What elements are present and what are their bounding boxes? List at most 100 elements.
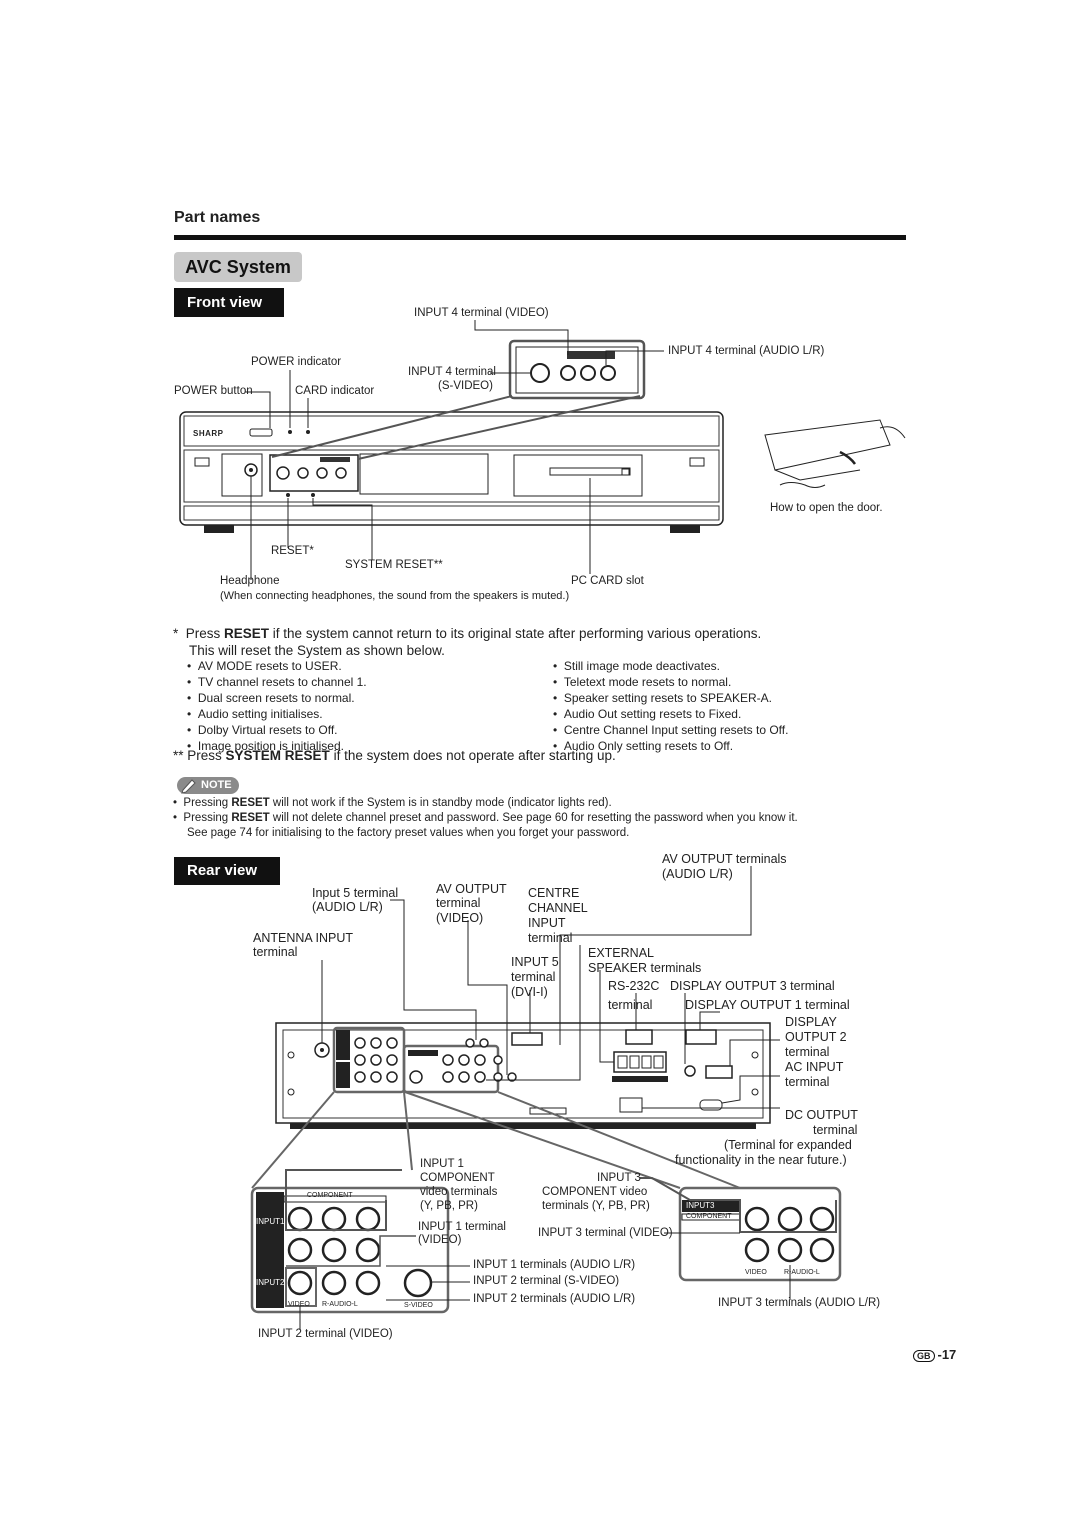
system-reset-note: ** Press SYSTEM RESET if the system does… xyxy=(173,748,616,763)
input3-video-label: INPUT 3 terminal (VIDEO) xyxy=(538,1227,673,1239)
rs232-label-2: terminal xyxy=(608,998,653,1012)
panel-video-text: VIDEO xyxy=(288,1301,310,1308)
panel-component3-text: COMPONENT xyxy=(686,1213,732,1220)
reset-note-line1: * Press RESET if the system cannot retur… xyxy=(173,626,762,641)
input3-component-label-2: COMPONENT video xyxy=(542,1186,648,1198)
reset-label: RESET* xyxy=(271,545,314,557)
list-item: • Audio setting initialises. xyxy=(187,707,323,721)
note-line-1: • Pressing RESET will not work if the Sy… xyxy=(173,797,612,809)
panel-component-text: COMPONENT xyxy=(307,1192,353,1199)
reset-list-right: • Still image mode deactivates. • Telete… xyxy=(553,659,788,753)
dc-output-label-4: functionality in the near future.) xyxy=(675,1153,847,1167)
external-speaker-label-2: SPEAKER terminals xyxy=(588,961,702,975)
card-indicator-label: CARD indicator xyxy=(295,385,375,397)
input2-video-label: INPUT 2 terminal (VIDEO) xyxy=(258,1328,393,1340)
door-caption: How to open the door. xyxy=(770,502,883,514)
front-view-heading: Front view xyxy=(174,288,284,317)
input1-component-label-4: (Y, PB, PR) xyxy=(420,1200,478,1212)
section-divider xyxy=(174,235,906,240)
ac-input-label-2: terminal xyxy=(785,1075,830,1089)
system-reset-label: SYSTEM RESET** xyxy=(345,559,443,571)
input1-component-label-3: video terminals xyxy=(420,1186,498,1198)
page-title: AVC System xyxy=(174,252,302,282)
centre-label-4: terminal xyxy=(528,931,573,945)
input4-video-label: INPUT 4 terminal (VIDEO) xyxy=(414,307,549,319)
display-output2-label-2: OUTPUT 2 xyxy=(785,1030,847,1044)
pc-card-slot-label: PC CARD slot xyxy=(571,575,644,587)
brand-logo: SHARP xyxy=(193,429,224,438)
av-output-terminals-label: AV OUTPUT terminals xyxy=(662,852,787,866)
input5-dvi-label-2: terminal xyxy=(511,970,556,984)
list-item: • Audio Out setting resets to Fixed. xyxy=(553,707,742,721)
panel-input1-text: INPUT1 xyxy=(256,1217,285,1226)
page-number: GB-17 xyxy=(913,1347,956,1362)
rs232-label: RS-232C xyxy=(608,979,660,993)
headphone-label: Headphone xyxy=(220,575,280,587)
dc-output-label: DC OUTPUT xyxy=(785,1108,858,1122)
input2-audio-label: INPUT 2 terminals (AUDIO L/R) xyxy=(473,1293,636,1305)
centre-label-2: CHANNEL xyxy=(528,901,588,915)
display-output2-label-3: terminal xyxy=(785,1045,830,1059)
display-output1-label: DISPLAY OUTPUT 1 terminal xyxy=(685,998,850,1012)
input4-audio-label: INPUT 4 terminal (AUDIO L/R) xyxy=(668,345,825,357)
list-item: • TV channel resets to channel 1. xyxy=(187,675,367,689)
antenna-label-2: terminal xyxy=(253,945,298,959)
reset-note-line2: This will reset the System as shown belo… xyxy=(189,643,445,658)
av-output-audio-label: (AUDIO L/R) xyxy=(662,867,733,881)
input3-component-label-3: terminals (Y, PB, PR) xyxy=(542,1200,650,1212)
av-output-video-label-3: (VIDEO) xyxy=(436,911,484,925)
note-line-3: See page 74 for initialising to the fact… xyxy=(187,827,630,839)
external-speaker-label: EXTERNAL xyxy=(588,946,654,960)
av-output-video-label-2: terminal xyxy=(436,896,481,910)
input5-audio-label: Input 5 terminal xyxy=(312,886,399,900)
display-output3-label: DISPLAY OUTPUT 3 terminal xyxy=(670,979,835,993)
display-output2-label: DISPLAY xyxy=(785,1015,837,1029)
panel-raudiol3-text: R-AUDIO-L xyxy=(784,1269,820,1276)
list-item: • Dolby Virtual resets to Off. xyxy=(187,723,338,737)
input3-audio-label: INPUT 3 terminals (AUDIO L/R) xyxy=(718,1297,881,1309)
input3-component-label: INPUT 3 xyxy=(597,1172,641,1184)
rear-view-heading: Rear view xyxy=(174,857,280,885)
power-button-label: POWER button xyxy=(174,385,253,397)
input4-svideo-label-2: (S-VIDEO) xyxy=(438,380,493,392)
list-item: • AV MODE resets to USER. xyxy=(187,659,342,673)
dc-output-label-3: (Terminal for expanded xyxy=(724,1138,852,1152)
list-item: • Centre Channel Input setting resets to… xyxy=(553,723,789,737)
dc-output-label-2: terminal xyxy=(813,1123,858,1137)
note-line-2: • Pressing RESET will not delete channel… xyxy=(173,812,798,824)
list-item: • Audio Only setting resets to Off. xyxy=(553,739,734,753)
input2-svideo-label: INPUT 2 terminal (S-VIDEO) xyxy=(473,1275,620,1287)
ac-input-label: AC INPUT xyxy=(785,1060,844,1074)
input1-audio-label: INPUT 1 terminals (AUDIO L/R) xyxy=(473,1259,636,1271)
panel-video3-text: VIDEO xyxy=(745,1269,767,1276)
list-item: • Still image mode deactivates. xyxy=(553,659,720,673)
list-item: • Speaker setting resets to SPEAKER-A. xyxy=(553,691,772,705)
section-title: Part names xyxy=(174,209,261,226)
list-item: • Dual screen resets to normal. xyxy=(187,691,355,705)
panel-input2-text: INPUT2 xyxy=(256,1278,285,1287)
input4-svideo-label: INPUT 4 terminal xyxy=(408,366,496,378)
input5-audio-label-2: (AUDIO L/R) xyxy=(312,900,383,914)
region-badge: GB xyxy=(913,1350,935,1362)
input5-dvi-label-3: (DVI-I) xyxy=(511,985,548,999)
input5-dvi-label: INPUT 5 xyxy=(511,955,559,969)
input1-component-label: INPUT 1 xyxy=(420,1158,464,1170)
panel-raudiol-text: R-AUDIO-L xyxy=(322,1301,358,1308)
input1-video-label-2: (VIDEO) xyxy=(418,1234,462,1246)
centre-label-3: INPUT xyxy=(528,916,566,930)
headphone-note: (When connecting headphones, the sound f… xyxy=(220,590,570,602)
list-item: • Teletext mode resets to normal. xyxy=(553,675,732,689)
centre-label-1: CENTRE xyxy=(528,886,580,900)
power-indicator-label: POWER indicator xyxy=(251,356,342,368)
list-item: • Image position is initialised. xyxy=(187,739,344,753)
input1-component-label-2: COMPONENT xyxy=(420,1172,495,1184)
reset-list-left: • AV MODE resets to USER. • TV channel r… xyxy=(187,659,367,753)
input1-video-label: INPUT 1 terminal xyxy=(418,1221,506,1233)
av-output-video-label: AV OUTPUT xyxy=(436,882,507,896)
antenna-label: ANTENNA INPUT xyxy=(253,931,354,945)
pencil-icon xyxy=(181,779,196,794)
panel-input3-text: INPUT3 xyxy=(686,1201,715,1210)
panel-svideo-text: S-VIDEO xyxy=(404,1302,433,1309)
